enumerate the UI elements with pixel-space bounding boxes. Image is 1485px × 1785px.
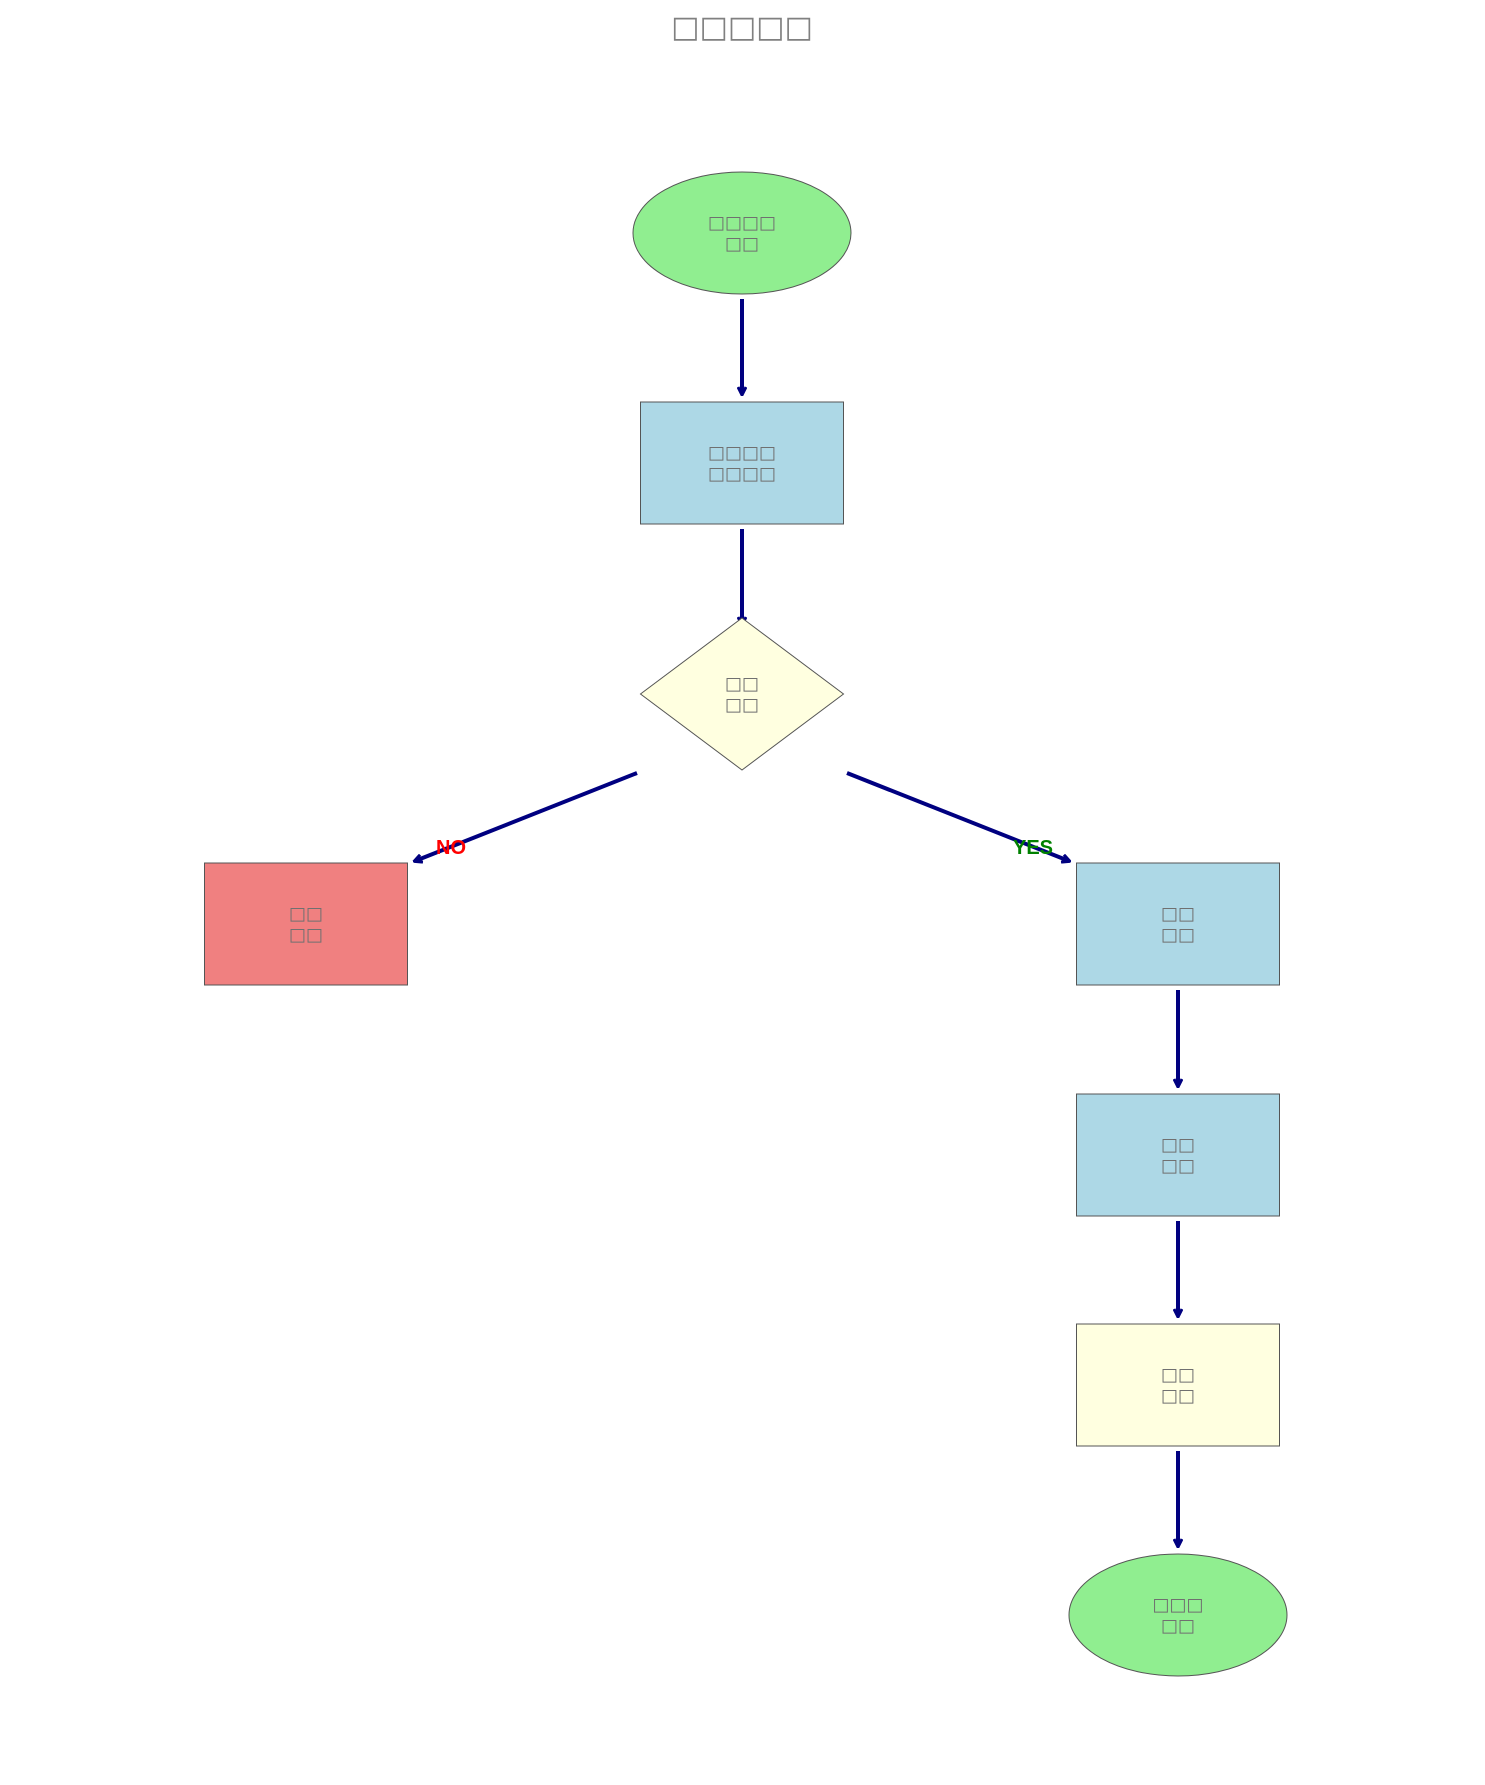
- node-process-1: □□□□: [1076, 862, 1280, 986]
- node-input-label-line-1: □□□□: [708, 443, 776, 464]
- node-process-2: □□□□: [1076, 1093, 1280, 1217]
- node-process-3: □□□□: [1076, 1323, 1280, 1447]
- node-end-label-line-1: □□□: [1152, 1595, 1203, 1616]
- node-process-2-label-line-1: □□: [1161, 1135, 1195, 1156]
- node-process-1-label-line-2: □□: [1161, 925, 1195, 946]
- branch-labels-layer: NO YES: [436, 837, 1053, 859]
- diagram-title: □□□□□: [671, 10, 813, 45]
- node-input-shape: [640, 401, 844, 525]
- node-start-label-line-2: □□: [725, 234, 759, 255]
- node-decision-shape: [639, 617, 845, 771]
- node-process-1-label-line-1: □□: [1161, 904, 1195, 925]
- node-decision: □□□□: [639, 617, 845, 771]
- node-end-shape: [1068, 1553, 1288, 1677]
- node-reject-label-line-1: □□: [289, 904, 323, 925]
- node-decision-label-line-2: □□: [725, 695, 759, 716]
- node-end-label-line-2: □□: [1161, 1616, 1195, 1637]
- node-start-shape: [632, 171, 852, 295]
- node-start-label-line-1: □□□□: [708, 213, 776, 234]
- node-reject: □□□□: [204, 862, 408, 986]
- edge-decision-to-process-1: [846, 771, 1069, 861]
- node-process-2-label-line-2: □□: [1161, 1156, 1195, 1177]
- node-end: □□□□□: [1068, 1553, 1288, 1677]
- node-reject-shape: [204, 862, 408, 986]
- edge-label-yes: YES: [1013, 837, 1053, 859]
- node-process-3-label-line-2: □□: [1161, 1386, 1195, 1407]
- node-input-label-line-2: □□□□: [708, 464, 776, 485]
- edges-layer: [415, 299, 1178, 1546]
- nodes-layer: □□□□□□□□□□□□□□□□□□□□□□□□□□□□□□□□□□□□□□□: [204, 171, 1288, 1677]
- node-process-3-label-line-1: □□: [1161, 1365, 1195, 1386]
- edge-label-no: NO: [436, 837, 466, 859]
- node-process-1-shape: [1076, 862, 1280, 986]
- node-process-3-shape: [1076, 1323, 1280, 1447]
- node-decision-label-line-1: □□: [725, 674, 759, 695]
- edge-decision-to-reject: [415, 771, 638, 861]
- node-process-2-shape: [1076, 1093, 1280, 1217]
- node-start: □□□□□□: [632, 171, 852, 295]
- node-reject-label-line-2: □□: [289, 925, 323, 946]
- node-input: □□□□□□□□: [640, 401, 844, 525]
